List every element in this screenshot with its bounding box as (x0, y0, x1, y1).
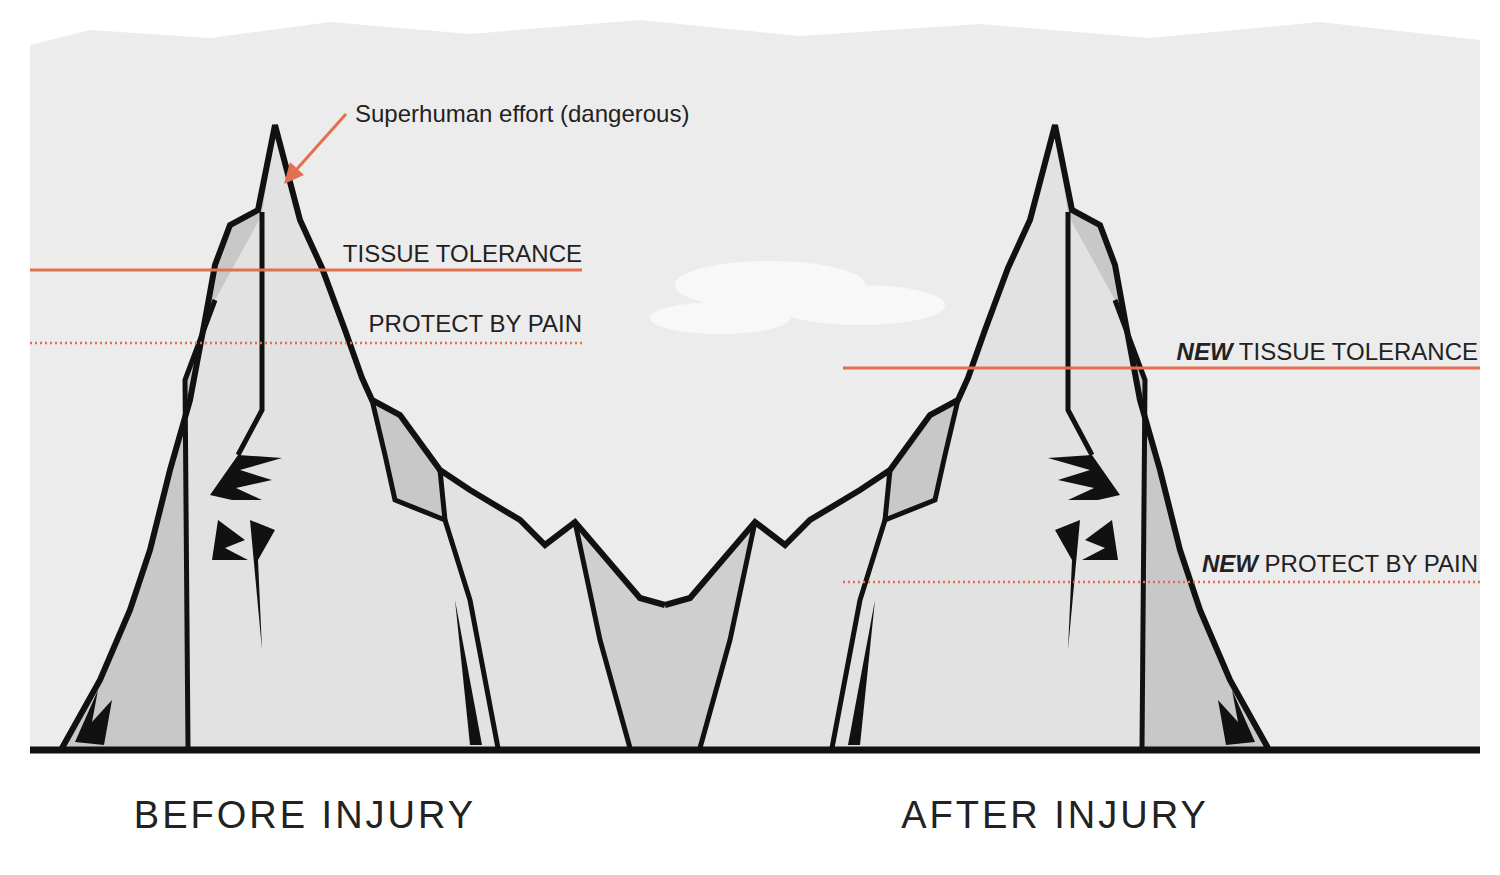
sky-background (30, 20, 1480, 750)
panel-caption: BEFORE INJURY (105, 796, 505, 834)
tolerance-line (843, 367, 1480, 370)
tolerance-line (30, 269, 582, 272)
emphasis-word: NEW (1202, 550, 1258, 577)
left-mountain (62, 125, 665, 748)
right-mountain (665, 125, 1268, 748)
threshold-label: NEW PROTECT BY PAIN (1202, 552, 1478, 576)
ground-line (30, 747, 1480, 754)
panel-caption: AFTER INJURY (855, 796, 1255, 834)
callout-label: Superhuman effort (dangerous) (355, 102, 689, 126)
cloud (775, 285, 945, 325)
leader-arrow (296, 114, 346, 170)
pain-line (30, 342, 582, 345)
pain-line (843, 581, 1480, 584)
label-rest: TISSUE TOLERANCE (1233, 338, 1478, 365)
label-rest: PROTECT BY PAIN (1258, 550, 1478, 577)
threshold-label: PROTECT BY PAIN (369, 312, 582, 336)
threshold-label: NEW TISSUE TOLERANCE (1177, 340, 1478, 364)
cloud (650, 302, 790, 334)
arrow-head (284, 162, 304, 184)
threshold-label: TISSUE TOLERANCE (343, 242, 582, 266)
emphasis-word: NEW (1177, 338, 1233, 365)
